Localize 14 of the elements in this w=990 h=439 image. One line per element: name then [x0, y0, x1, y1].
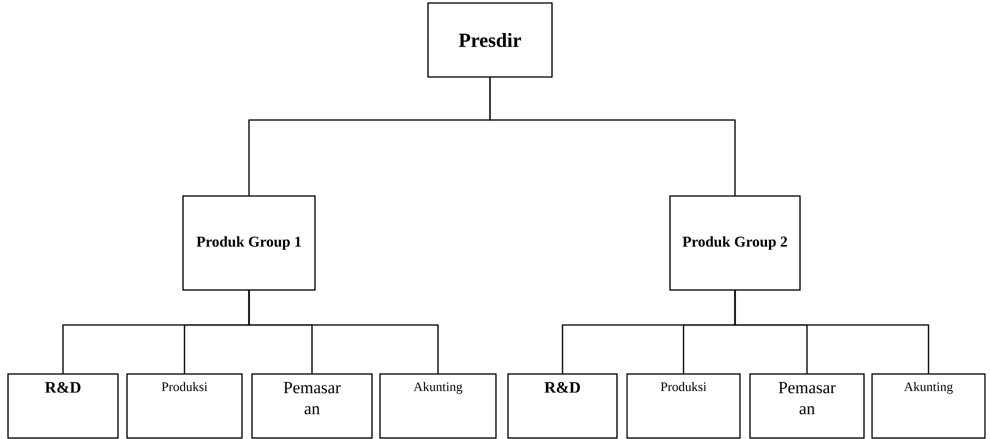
position-box: Produk Group 2 [669, 195, 801, 291]
connector-line [734, 290, 930, 374]
position-box: Pemasar an [749, 373, 865, 439]
position-box: Produksi [626, 373, 741, 439]
connector-line [248, 290, 439, 374]
position-box: Akunting [871, 373, 986, 439]
position-box: R&D [7, 373, 119, 439]
position-box: Produk Group 1 [182, 195, 316, 291]
connector-line [489, 78, 736, 196]
position-box: Akunting [379, 373, 497, 439]
position-box: Produksi [126, 373, 243, 439]
position-box: Presdir [427, 2, 553, 78]
position-box: R&D [507, 373, 618, 439]
position-box: Pemasar an [251, 373, 373, 439]
